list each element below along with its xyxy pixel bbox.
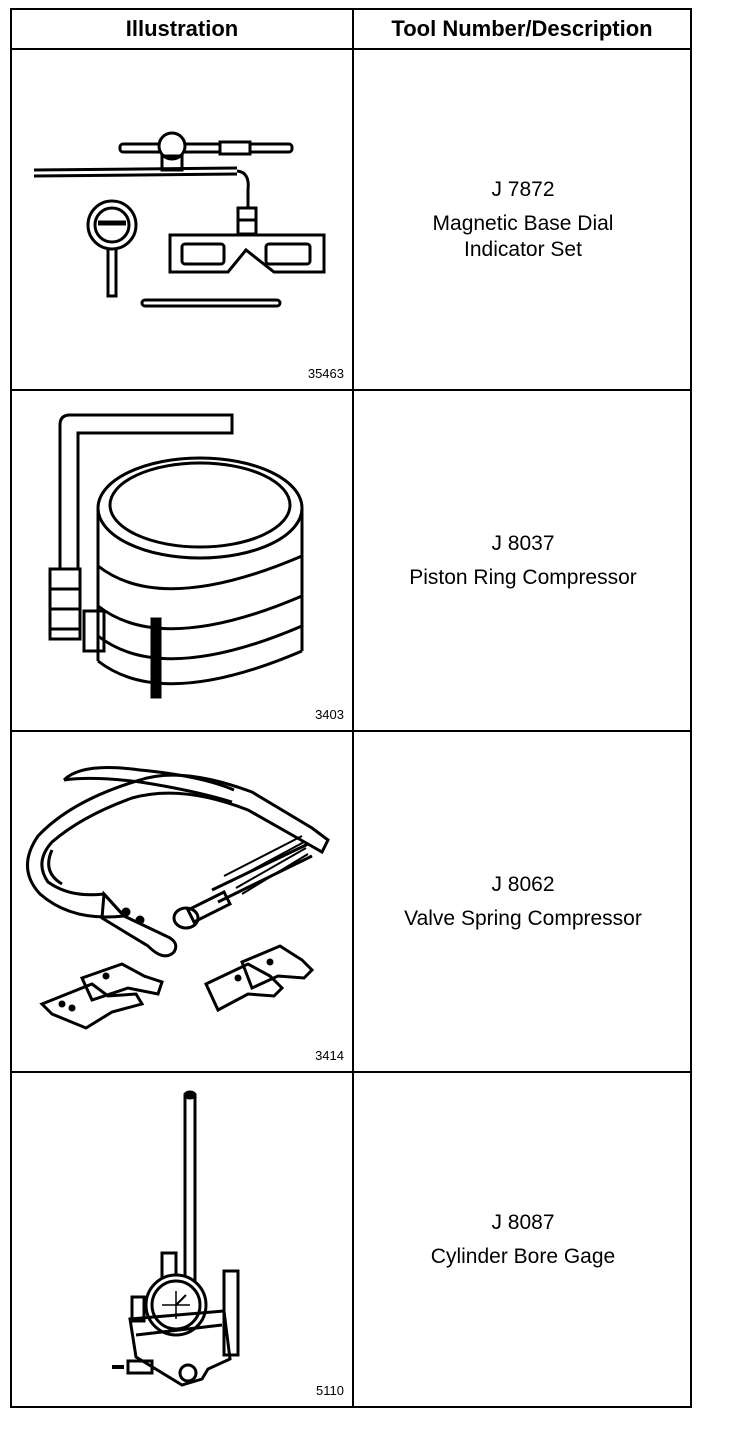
row-divider — [12, 389, 692, 391]
tool-number: J 7872 — [491, 177, 555, 201]
figure-number: 35463 — [307, 366, 344, 381]
cylinder-bore-gage-drawing — [112, 1090, 240, 1387]
cylinder-bore-gage-illustration: 5110 — [12, 1073, 352, 1406]
tool-number: J 8087 — [491, 1210, 555, 1234]
table-row: 5110 J 8087 Cylinder Bore Gage — [12, 1073, 692, 1406]
piston-ring-compressor-drawing — [48, 413, 304, 699]
valve-spring-compressor-illustration: 3414 — [12, 732, 352, 1071]
row-divider — [12, 730, 692, 732]
tool-description-cell: J 8087 Cylinder Bore Gage — [354, 1073, 692, 1406]
table-row: 3414 J 8062 Valve Spring Compressor — [12, 732, 692, 1071]
row-divider — [12, 48, 692, 50]
tool-description-cell: J 7872 Magnetic Base Dial Indicator Set — [354, 50, 692, 389]
tool-number: J 8037 — [491, 531, 555, 555]
row-divider — [12, 1071, 692, 1073]
tool-table: Illustration Tool Number/Description — [10, 8, 692, 1408]
header-tool-description: Tool Number/Description — [391, 16, 653, 41]
tool-number: J 8062 — [491, 872, 555, 896]
tool-description: Cylinder Bore Gage — [430, 1244, 616, 1268]
tool-description: Magnetic Base Dial Indicator Set — [432, 211, 614, 261]
column-divider — [352, 10, 354, 1406]
dial-indicator-drawing — [33, 131, 326, 308]
dial-indicator-illustration: 35463 — [12, 50, 352, 389]
tool-description-cell: J 8037 Piston Ring Compressor — [354, 391, 692, 730]
header-illustration: Illustration — [125, 16, 239, 41]
figure-number: 3414 — [315, 1048, 344, 1063]
piston-ring-compressor-illustration: 3403 — [12, 391, 352, 730]
figure-number: 5110 — [316, 1383, 344, 1398]
valve-spring-compressor-drawing — [26, 766, 330, 1030]
table-row: 35463 J 7872 Magnetic Base Dial Indicato… — [12, 50, 692, 389]
tool-description: Piston Ring Compressor — [409, 565, 637, 589]
tool-description-cell: J 8062 Valve Spring Compressor — [354, 732, 692, 1071]
figure-number: 3403 — [315, 707, 344, 722]
table-row: 3403 J 8037 Piston Ring Compressor — [12, 391, 692, 730]
tool-description: Valve Spring Compressor — [404, 906, 642, 930]
